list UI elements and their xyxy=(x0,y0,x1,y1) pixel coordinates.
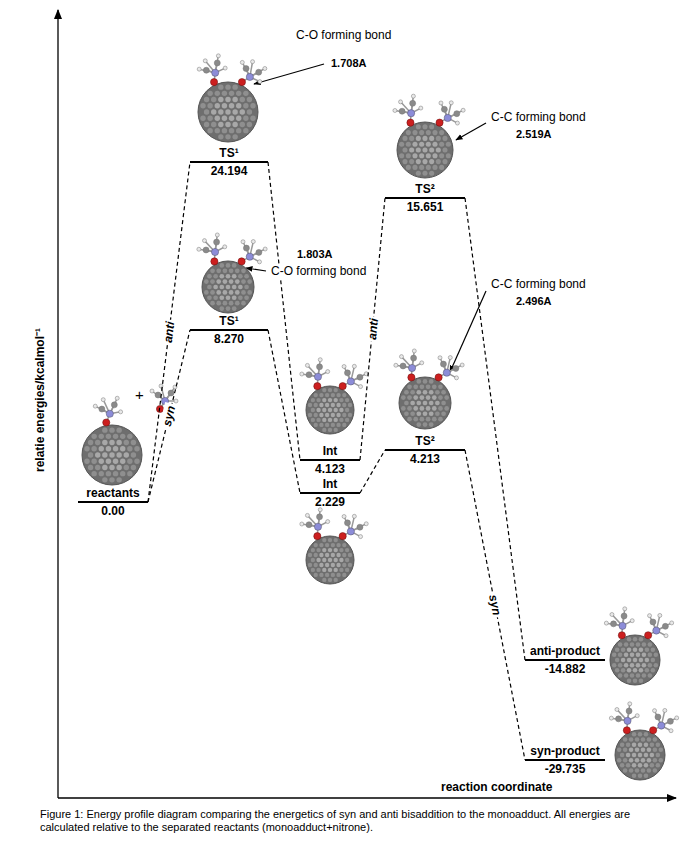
fullerene-molecule xyxy=(393,94,465,178)
energy-level: TS² 15.651 xyxy=(385,182,465,214)
energy-level: anti-product -14.882 xyxy=(525,644,605,676)
fullerene-molecule xyxy=(82,396,142,485)
pathway-label: anti xyxy=(160,319,177,346)
x-axis xyxy=(58,797,676,798)
leader-line xyxy=(246,268,266,271)
pathway-label: anti xyxy=(364,316,380,343)
energy-level: reactants 0.00 xyxy=(78,486,148,518)
dashed-connector xyxy=(465,198,525,660)
energy-value: 24.194 xyxy=(190,164,268,178)
level-name: syn-product xyxy=(525,744,605,758)
energy-level: TS¹ 24.194 xyxy=(190,146,268,178)
callout-text: C-C forming bond xyxy=(490,110,587,124)
leader-line xyxy=(254,64,324,84)
level-bar xyxy=(300,492,360,494)
fullerene-molecule xyxy=(609,702,678,780)
dashed-connector xyxy=(465,450,525,760)
level-name: anti-product xyxy=(525,644,605,658)
callout-text: C-O forming bond xyxy=(295,28,392,42)
level-name: Int xyxy=(300,444,360,458)
bond-length: 1.708A xyxy=(330,56,367,70)
molecule-group xyxy=(82,54,679,780)
level-name: TS² xyxy=(385,434,465,448)
energy-value: 4.123 xyxy=(300,462,360,476)
level-bar xyxy=(385,449,465,451)
level-name: TS¹ xyxy=(190,146,268,160)
energy-value: 15.651 xyxy=(385,200,465,214)
figure-caption: Figure 1: Energy profile diagram compari… xyxy=(40,808,655,834)
level-name: reactants xyxy=(78,486,148,500)
level-bar xyxy=(190,329,268,331)
level-name: TS² xyxy=(385,182,465,196)
leader-line xyxy=(450,291,486,372)
dashed-connector xyxy=(148,330,190,502)
fullerene-molecule xyxy=(197,233,267,313)
level-name: TS¹ xyxy=(190,314,268,328)
level-bar xyxy=(190,161,268,163)
energy-value: -14.882 xyxy=(525,662,605,676)
energy-value: 2.229 xyxy=(300,495,360,509)
level-bar xyxy=(525,659,605,661)
axis-label: reaction coordinate xyxy=(440,780,553,794)
level-bar xyxy=(385,197,465,199)
leader-line xyxy=(456,123,486,140)
bond-length: 2.519A xyxy=(515,127,552,141)
dashed-connector xyxy=(268,330,300,493)
energy-value: 0.00 xyxy=(78,504,148,518)
energy-level: Int 2.229 xyxy=(300,477,360,509)
energy-value: 4.213 xyxy=(385,452,465,466)
energy-level: TS¹ 8.270 xyxy=(190,314,268,346)
fullerene-molecule xyxy=(300,358,368,434)
axis-label: relatie energies/kcalmol⁻¹ xyxy=(33,327,47,473)
fullerene-molecule xyxy=(300,508,368,584)
bond-length: 1.803A xyxy=(296,247,333,261)
energy-level: Int 4.123 xyxy=(300,444,360,476)
callout-text: C-O forming bond xyxy=(270,264,367,278)
fullerene-molecule xyxy=(604,607,673,685)
dashed-connector xyxy=(268,162,300,460)
fullerene-molecule xyxy=(394,349,464,429)
level-bar xyxy=(300,459,360,461)
bond-length: 2.496A xyxy=(515,294,552,308)
level-name: Int xyxy=(300,477,360,491)
energy-value: -29.735 xyxy=(525,762,605,776)
energy-value: 8.270 xyxy=(190,332,268,346)
callout-text: C-C forming bond xyxy=(490,277,587,291)
plus-sign: + xyxy=(134,388,145,402)
energy-level: TS² 4.213 xyxy=(385,434,465,466)
pathway-label: syn xyxy=(486,592,504,619)
level-bar xyxy=(78,501,148,503)
dashed-connector xyxy=(360,450,385,493)
fullerene-molecule xyxy=(197,54,267,142)
level-bar xyxy=(525,759,605,761)
y-axis xyxy=(57,10,58,798)
energy-level: syn-product -29.735 xyxy=(525,744,605,776)
dashed-connector xyxy=(360,198,385,460)
dashed-connector xyxy=(148,162,190,502)
